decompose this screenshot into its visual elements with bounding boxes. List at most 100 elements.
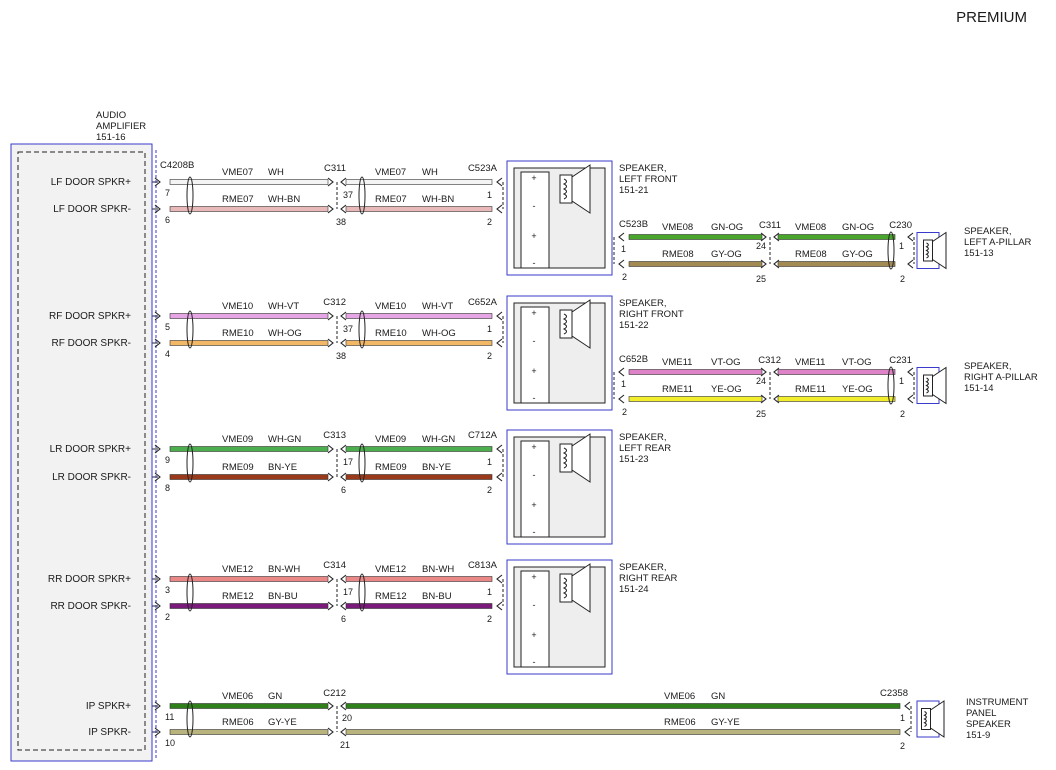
connector-arrow [327, 338, 334, 348]
speaker-terminal-sign: + [531, 366, 536, 376]
wire-body [628, 261, 763, 267]
source-pin-number: 2 [622, 407, 627, 417]
twisted-pair-mark [186, 176, 194, 215]
wire-segment [345, 576, 493, 582]
inline-connector-label: C312 [323, 297, 346, 308]
twisted-pair-mark [358, 443, 366, 483]
speaker-terminal-sign: + [531, 231, 536, 241]
speaker-name: 151-21 [619, 185, 649, 196]
wire-segment [345, 703, 901, 709]
connector-arrow [327, 701, 334, 711]
speaker-coil [562, 313, 567, 335]
amp-pin-label: RF DOOR SPKR+ [49, 311, 131, 322]
inline-pin-number: 20 [342, 713, 352, 723]
speaker-coil [923, 711, 927, 727]
connector-arrow [496, 444, 503, 454]
connector-arrow [327, 204, 334, 214]
amplifier-name: AUDIO [96, 110, 126, 121]
amp-pin-label: IP SPKR- [88, 727, 131, 738]
connector-arrow [904, 727, 911, 737]
connector-arrow [327, 601, 334, 611]
speaker-name: LEFT REAR [619, 443, 671, 454]
connector-arrow [154, 601, 161, 611]
wire-color: VT-OG [842, 357, 872, 368]
wire-color: BN-YE [422, 462, 451, 473]
speaker-pin-number: 2 [487, 217, 492, 227]
connector-arrow [327, 472, 334, 482]
wire-body [345, 313, 493, 319]
wire-segment [628, 369, 763, 375]
amplifier-outline [10, 143, 153, 762]
twisted-pair-mark [887, 366, 895, 405]
speaker-terminal-sign: - [533, 470, 536, 480]
wire-body [628, 234, 763, 240]
connector-arrow [340, 444, 347, 454]
speaker-coil [562, 577, 567, 599]
speaker-pin-number: 1 [900, 713, 905, 723]
wire-color: WH-BN [268, 194, 300, 205]
amp-pin-label: LF DOOR SPKR+ [51, 177, 131, 188]
inline-connector-label: C312 [758, 355, 781, 366]
speaker-coil-box [559, 443, 573, 473]
wire-color: WH-GN [422, 434, 455, 445]
connector-arrow [496, 338, 503, 348]
inline-pin-number: 25 [756, 274, 766, 284]
wire-color: GN-OG [711, 222, 743, 233]
connector-arrow [340, 311, 347, 321]
connector-arrow [496, 204, 503, 214]
wire-body [169, 179, 329, 185]
speaker-terminal-sign: - [533, 336, 536, 346]
speaker-pin-number: 2 [900, 741, 905, 751]
speaker-pin-number: 1 [487, 190, 492, 200]
wire-color: WH-VT [422, 301, 453, 312]
inline-pin-number: 21 [340, 740, 350, 750]
speaker-terminal-sign: - [533, 527, 536, 537]
speaker-cone [571, 299, 591, 349]
pillar-speaker-name: SPEAKER, [964, 226, 1012, 237]
twisted-pair-mark [186, 573, 194, 612]
circuit-id: RME07 [375, 194, 407, 205]
wire-body [169, 729, 329, 735]
speaker-cone [571, 563, 591, 613]
wire-body [777, 234, 896, 240]
speaker-terminal-sign: + [531, 572, 536, 582]
wire-body [169, 313, 329, 319]
wire-color: WH-BN [422, 194, 454, 205]
connector-arrow [907, 394, 914, 404]
wire-color: WH-VT [268, 301, 299, 312]
twisted-pair-mark [358, 310, 366, 349]
wire-body [169, 206, 329, 212]
circuit-id: RME10 [222, 328, 254, 339]
connector-arrow [340, 338, 347, 348]
circuit-id: VME11 [662, 357, 692, 368]
speaker-terminal-sign: + [531, 442, 536, 452]
wire-color: BN-BU [268, 591, 298, 602]
inline-connector-label: C314 [323, 560, 346, 571]
wire-body [169, 703, 329, 709]
speaker-coil [562, 178, 567, 200]
speaker-name: 151-22 [619, 320, 649, 331]
wire-segment [169, 703, 329, 709]
connector-arrow [618, 259, 625, 269]
twisted-pair-mark [358, 573, 366, 612]
amp-pin-number: 9 [165, 455, 170, 465]
connector-arrow [904, 701, 911, 711]
amplifier-name: 151-16 [96, 132, 126, 143]
connector-arrow [907, 259, 914, 269]
connector-arrow [340, 204, 347, 214]
inline-pin-number: 6 [341, 614, 346, 624]
speaker-cone [571, 164, 591, 214]
wire-body [345, 474, 493, 480]
wire-segment [169, 313, 329, 319]
connector-arrow [618, 394, 625, 404]
wire-body [628, 369, 763, 375]
speaker-cone [932, 366, 947, 405]
circuit-id: VME09 [375, 434, 406, 445]
speaker-symbol [559, 164, 591, 214]
ip-speaker-name: PANEL [966, 708, 996, 719]
wire-segment [345, 446, 493, 452]
twisted-pair-mark [887, 231, 895, 270]
speaker-symbol [921, 700, 945, 738]
circuit-id: VME08 [662, 222, 693, 233]
circuit-id: RME12 [222, 591, 254, 602]
